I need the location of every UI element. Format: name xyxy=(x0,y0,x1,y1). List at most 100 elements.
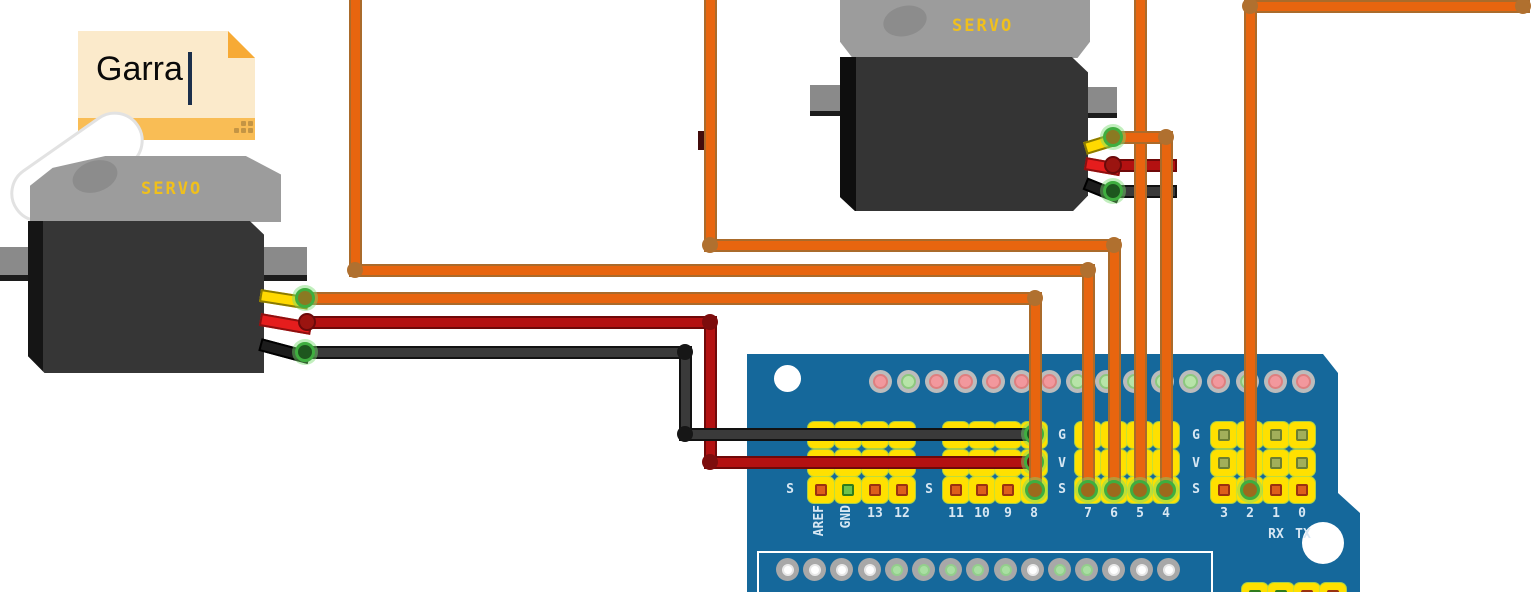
wire-servo1-signal-to-8S-segment[interactable] xyxy=(1029,292,1042,497)
wire-servo2-gnd-connector[interactable] xyxy=(1103,181,1123,201)
wire-top-to-7S-connector[interactable] xyxy=(1078,480,1098,500)
wire-servo1-gnd-to-8G-bendpoint[interactable] xyxy=(677,344,693,360)
wire-top-to-2S-connector[interactable] xyxy=(1240,480,1260,500)
wire-servo1-gnd-to-8G-bendpoint[interactable] xyxy=(677,426,693,442)
wire-servo2-signal-to-4S-connector[interactable] xyxy=(1103,127,1123,147)
board-label-s-1196: S xyxy=(1192,482,1200,497)
wire-top-to-7S-bendpoint[interactable] xyxy=(1080,262,1096,278)
wire-servo1-gnd-to-8G-segment[interactable] xyxy=(299,346,692,359)
wire-top-to-5S-segment[interactable] xyxy=(1134,0,1147,497)
bottom-pad-white xyxy=(1108,564,1121,576)
wire-servo1-gnd-to-8G-connector[interactable] xyxy=(295,342,315,362)
wire-servo1-power-to-8V-connector[interactable] xyxy=(298,313,316,331)
corner-header-cell[interactable] xyxy=(1320,583,1346,592)
wire-servo1-power-to-8V-bendpoint[interactable] xyxy=(702,314,718,330)
bottom-pad-green xyxy=(972,564,985,576)
wire-top-to-7S-segment[interactable] xyxy=(349,0,362,277)
top-pad-red xyxy=(957,374,973,389)
pin-label-5: 5 xyxy=(1136,506,1144,521)
wire-top-to-2S-segment[interactable] xyxy=(1244,0,1530,13)
corner-header-cell[interactable] xyxy=(1242,583,1268,592)
corner-header-pin[interactable] xyxy=(1301,590,1313,592)
header-pin-3-V[interactable] xyxy=(1218,457,1230,469)
header-pin-0-V[interactable] xyxy=(1296,457,1308,469)
corner-header-cell[interactable] xyxy=(1268,583,1294,592)
board-label-s-790: S xyxy=(786,482,794,497)
wire-top-to-6S-bendpoint[interactable] xyxy=(1106,237,1122,253)
wire-top-to-7S-bendpoint[interactable] xyxy=(347,262,363,278)
wire-top-to-5S-connector[interactable] xyxy=(1130,480,1150,500)
servo-top-cap xyxy=(840,0,1090,58)
wire-servo1-signal-to-8S-bendpoint[interactable] xyxy=(1027,290,1043,306)
wire-servo2-signal-to-4S-segment[interactable] xyxy=(1160,131,1173,497)
header-pin-13-S[interactable] xyxy=(869,484,881,496)
wire-top-to-7S-segment[interactable] xyxy=(1082,264,1095,497)
shield-silkscreen-rect xyxy=(757,551,1213,592)
bottom-pad-green xyxy=(1081,564,1094,576)
top-pad-red xyxy=(1211,374,1227,389)
board-label-s-929: S xyxy=(925,482,933,497)
wire-servo1-power-to-8V-segment[interactable] xyxy=(704,316,717,469)
corner-header-cell[interactable] xyxy=(1294,583,1320,592)
header-pin-0-G[interactable] xyxy=(1296,429,1308,441)
wire-top-to-2S-bendpoint[interactable] xyxy=(1242,0,1258,14)
wire-top-to-6S-segment[interactable] xyxy=(1108,239,1121,497)
pin-label-0: 0 xyxy=(1298,506,1306,521)
servo-left-tab-right xyxy=(263,247,307,275)
wire-top-to-6S-segment[interactable] xyxy=(704,239,1121,252)
wire-servo1-power-to-8V-segment[interactable] xyxy=(704,456,1041,469)
header-pin-1-V[interactable] xyxy=(1270,457,1282,469)
wire-servo1-signal-to-8S-connector[interactable] xyxy=(1025,480,1045,500)
sticky-note-body[interactable] xyxy=(78,31,255,118)
pin-label-11: 11 xyxy=(948,506,964,521)
wire-servo1-gnd-to-8G-segment[interactable] xyxy=(679,428,1041,441)
header-pin-11-S[interactable] xyxy=(950,484,962,496)
wire-top-to-6S-connector[interactable] xyxy=(1104,480,1124,500)
servo-left-body xyxy=(28,221,264,373)
bottom-pad-white xyxy=(1026,564,1039,576)
wire-top-to-6S-bendpoint[interactable] xyxy=(702,237,718,253)
board-label-rx-1276: RX xyxy=(1268,527,1284,542)
header-pin-12-S[interactable] xyxy=(896,484,908,496)
pin-label-3: 3 xyxy=(1220,506,1228,521)
pin-label-10: 10 xyxy=(974,506,990,521)
pin-label-7: 7 xyxy=(1084,506,1092,521)
servo-top-body xyxy=(840,57,1088,211)
pin-label-13: 13 xyxy=(867,506,883,521)
servo-left-tab-left-shadow xyxy=(0,275,29,281)
header-pin-AREF-S[interactable] xyxy=(815,484,827,496)
wire-servo2-power-connector[interactable] xyxy=(1104,156,1122,174)
wire-top-to-7S-segment[interactable] xyxy=(349,264,1095,277)
servo-left-tab-right-shadow xyxy=(263,275,307,281)
wire-top-to-2S-segment[interactable] xyxy=(1244,0,1257,497)
wire-servo1-signal-to-8S-connector[interactable] xyxy=(295,288,315,308)
pin-label-6: 6 xyxy=(1110,506,1118,521)
header-pin-10-S[interactable] xyxy=(976,484,988,496)
corner-header-pin[interactable] xyxy=(1327,590,1339,592)
header-pin-9-S[interactable] xyxy=(1002,484,1014,496)
bottom-pad-green xyxy=(945,564,958,576)
wire-servo1-signal-to-8S-segment[interactable] xyxy=(299,292,1042,305)
header-pin-1-S[interactable] xyxy=(1270,484,1282,496)
bottom-pad-white xyxy=(809,564,822,576)
sticky-note-text[interactable]: Garra xyxy=(96,50,183,88)
header-pin-1-G[interactable] xyxy=(1270,429,1282,441)
wire-top-to-6S-segment[interactable] xyxy=(704,0,717,252)
bottom-pad-green xyxy=(918,564,930,576)
wire-servo1-power-to-8V-segment[interactable] xyxy=(301,316,717,329)
pin-label-9: 9 xyxy=(1004,506,1012,521)
wire-servo2-signal-to-4S-bendpoint[interactable] xyxy=(1158,129,1174,145)
wire-servo2-signal-to-4S-connector[interactable] xyxy=(1156,480,1176,500)
header-pin-3-S[interactable] xyxy=(1218,484,1230,496)
top-pad-red xyxy=(1014,374,1029,389)
corner-header-pin[interactable] xyxy=(1249,590,1261,592)
corner-header-pin[interactable] xyxy=(1275,590,1287,592)
header-pin-GND-S[interactable] xyxy=(842,484,854,496)
wire-servo1-power-to-8V-bendpoint[interactable] xyxy=(702,454,718,470)
top-pad-red xyxy=(1267,374,1283,389)
header-pin-0-S[interactable] xyxy=(1296,484,1308,496)
header-pin-3-G[interactable] xyxy=(1218,429,1230,441)
wire-top-to-2S-bendpoint[interactable] xyxy=(1515,0,1531,14)
mounting-hole-top-left xyxy=(774,365,801,392)
